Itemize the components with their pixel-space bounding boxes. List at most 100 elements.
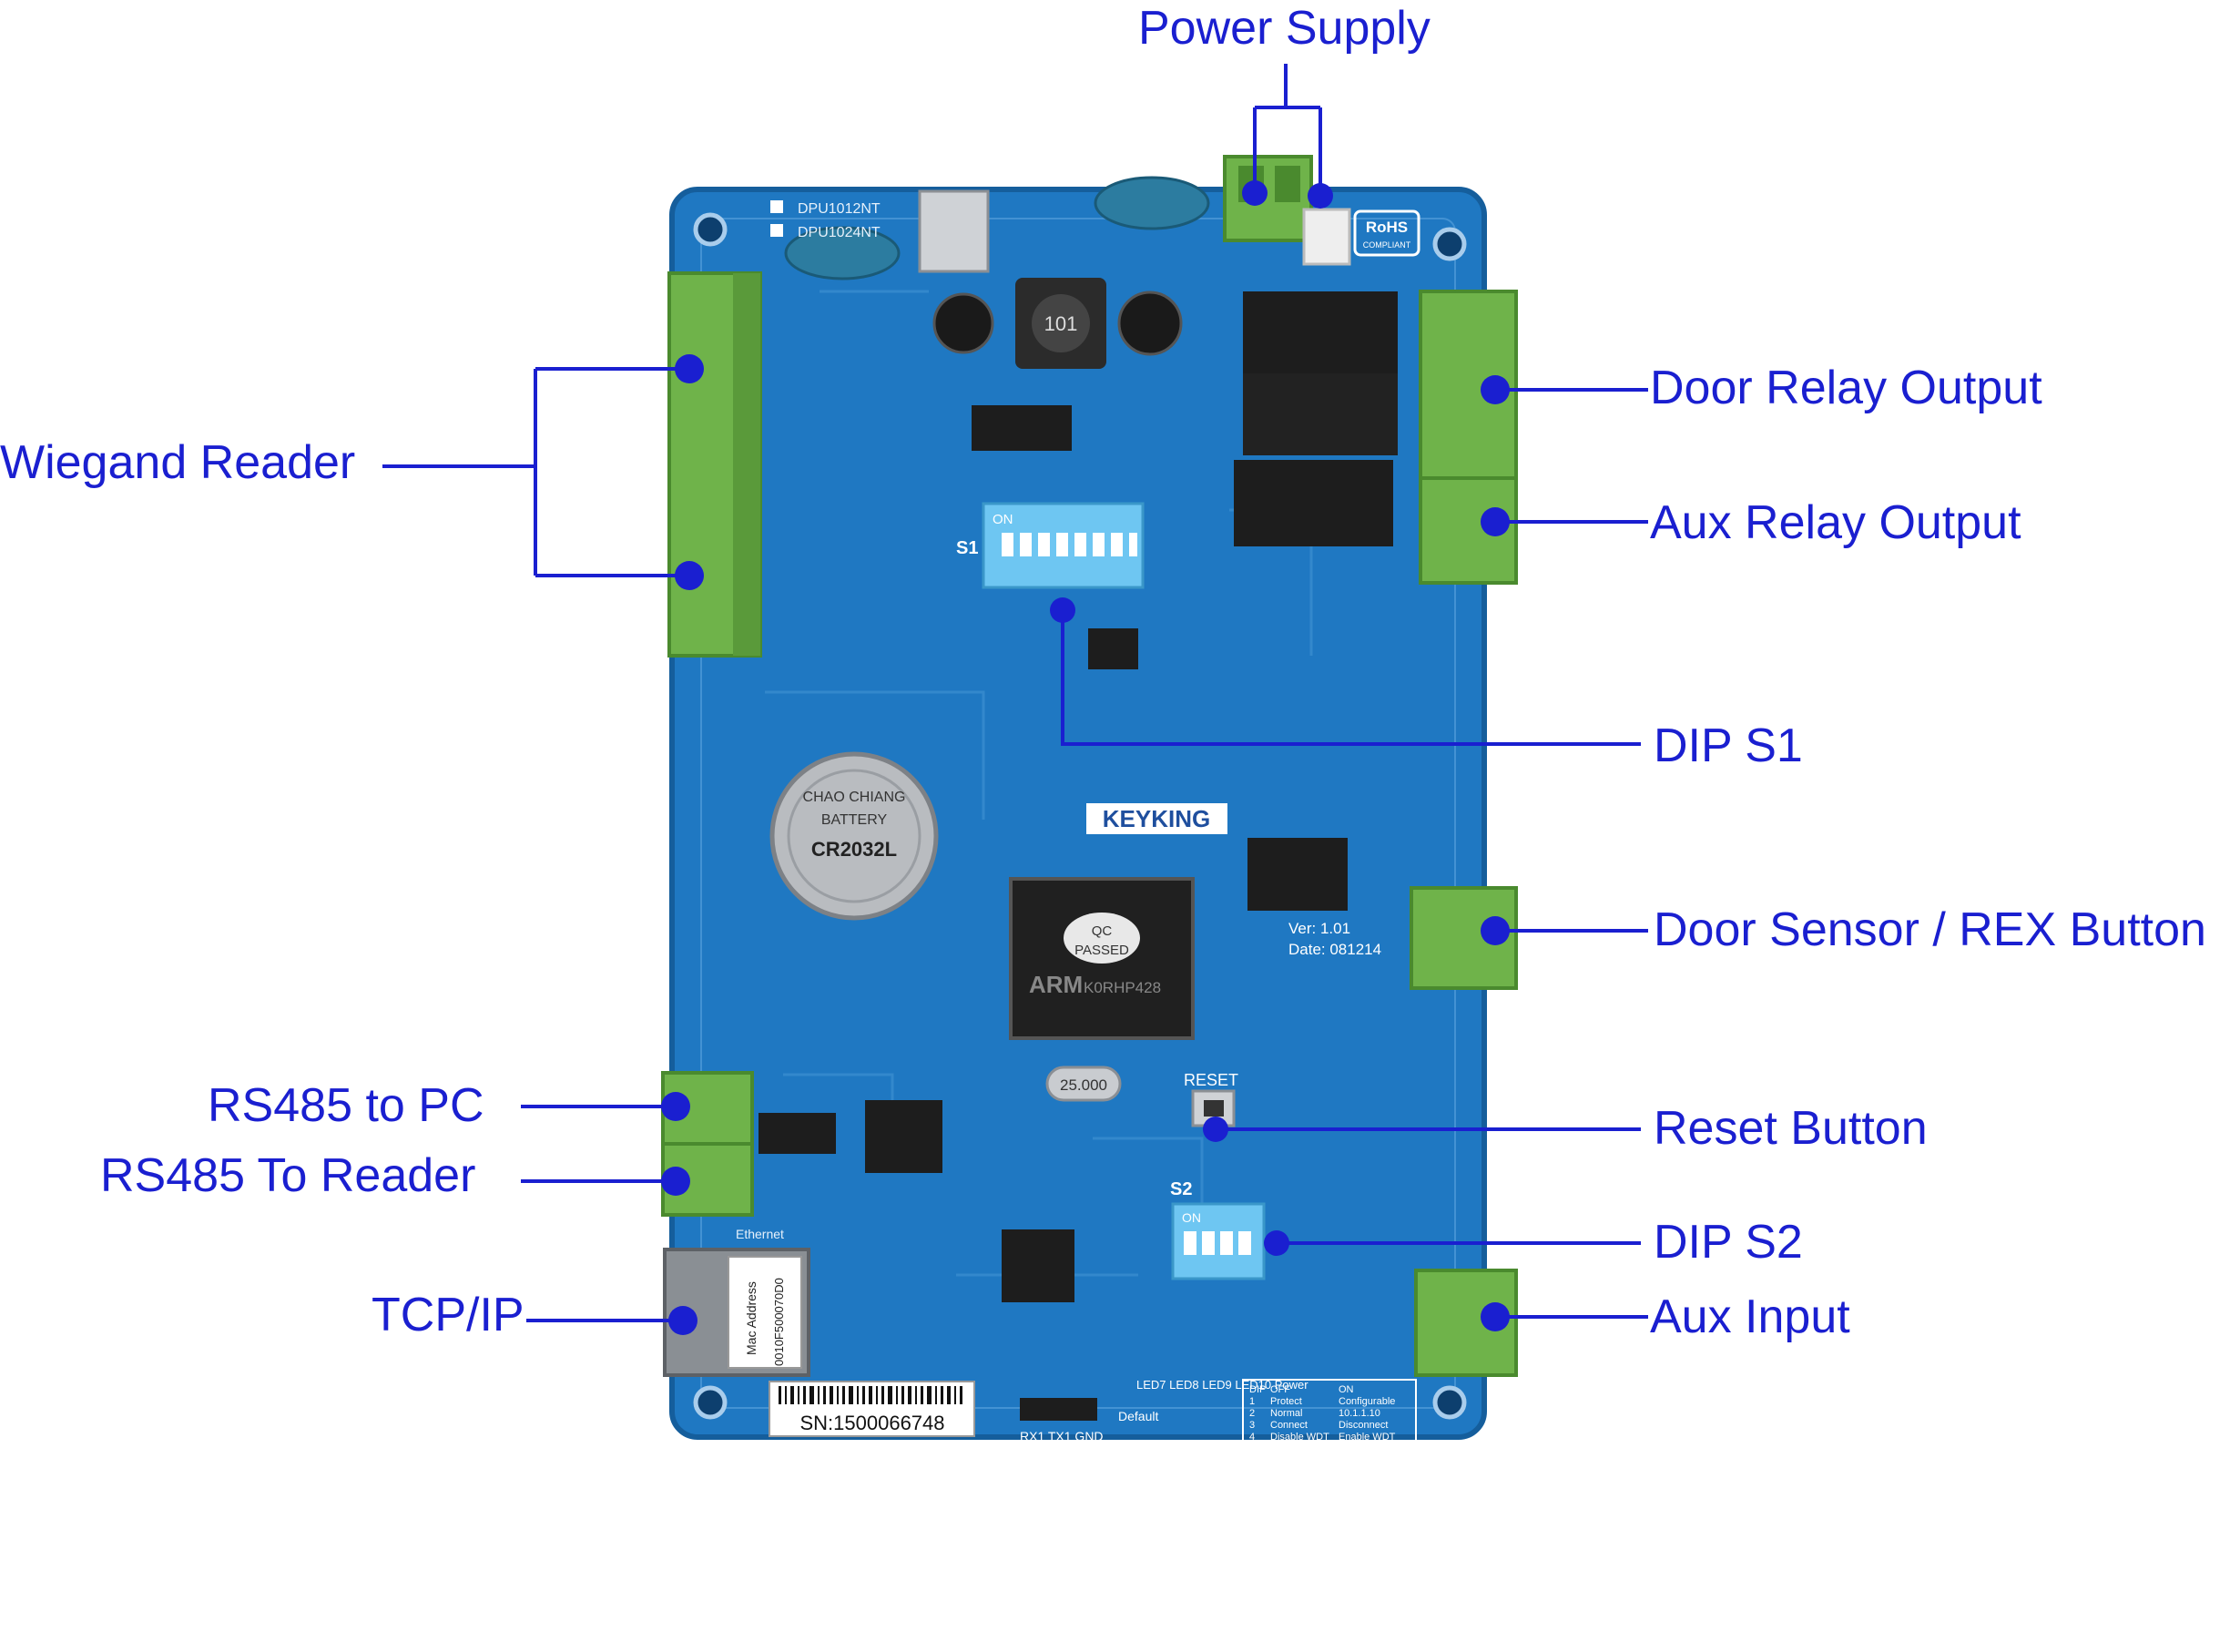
varistors [784, 176, 1210, 280]
mount-hole-top-right [1432, 227, 1467, 261]
dot-power-left [1242, 180, 1268, 206]
relay-2 [1243, 373, 1398, 455]
dip-table-cell: 10.1.1.10 [1339, 1408, 1380, 1419]
dip-s1-silkscreen: S1 [956, 538, 978, 558]
model-2: DPU1024NT [798, 225, 881, 240]
label-rs485-pc: RS485 to PC [208, 1079, 484, 1132]
led-row-label: LED7 LED8 LED9 LED10 Power [1136, 1378, 1308, 1392]
capacitor-right [1117, 291, 1183, 356]
inductor-code: 101 [1044, 312, 1078, 335]
dot-door-relay [1481, 375, 1510, 404]
mount-hole-top-left [693, 212, 728, 247]
label-aux-input: Aux Input [1650, 1290, 1850, 1343]
ethernet-jack: Mac Address 0010F500070D0 Ethernet [663, 1227, 810, 1377]
dot-reset [1203, 1117, 1228, 1142]
cpu-qc: QC [1092, 923, 1113, 939]
coin-battery: CHAO CHIANG BATTERY CR2032L [769, 751, 939, 921]
wiegand-terminal-block [667, 271, 762, 658]
keyking-logo: KEYKING [1086, 803, 1227, 834]
reset-silkscreen: RESET [1184, 1071, 1238, 1089]
board-version: Ver: 1.01 [1288, 920, 1350, 937]
battery-text-model: CR2032L [811, 838, 897, 861]
model-labels: DPU1012NT DPU1024NT [770, 200, 881, 240]
label-dip-s1: DIP S1 [1654, 719, 1803, 772]
crystal-freq: 25.000 [1060, 1076, 1107, 1094]
label-aux-relay-output: Aux Relay Output [1650, 496, 2021, 549]
dip-table-cell: Enable WDT [1339, 1432, 1396, 1443]
uart-label: RX1 TX1 GND [1020, 1429, 1104, 1443]
ic-u1 [1088, 628, 1138, 669]
ic-u4 [759, 1113, 836, 1154]
dip-table-cell: ON [1339, 1384, 1354, 1395]
battery-text-brand: CHAO CHIANG [803, 790, 906, 805]
cpu-arm-logo: ARM [1029, 971, 1083, 998]
dot-dip-s1 [1050, 597, 1075, 623]
dip-table-cell: Disconnect [1339, 1420, 1388, 1431]
line-power-supply [1253, 64, 1322, 196]
dip-table-cell: 2 [1249, 1408, 1255, 1419]
mount-hole-bottom-left [693, 1385, 728, 1420]
dip-s1-on-label: ON [993, 512, 1013, 527]
label-door-sensor-rex: Door Sensor / REX Button [1654, 903, 2206, 956]
label-rs485-reader: RS485 To Reader [100, 1149, 476, 1202]
relays [1234, 291, 1398, 546]
model-1: DPU1012NT [798, 201, 881, 217]
ic-pulse [865, 1100, 942, 1173]
cpu-part-number: K0RHP428 [1084, 979, 1161, 996]
dip-s2-silkscreen: S2 [1170, 1179, 1192, 1199]
ethernet-silkscreen: Ethernet [736, 1227, 784, 1241]
crystal: 25.000 [1045, 1066, 1122, 1102]
dot-wiegand-bottom [675, 561, 704, 590]
dot-power-right [1308, 183, 1333, 209]
keyking-text: KEYKING [1103, 805, 1210, 832]
callout-dots [661, 180, 1510, 1335]
varistor-top-right [1094, 176, 1210, 230]
dot-tcp-ip [668, 1306, 697, 1335]
ic-chips [759, 405, 1348, 1302]
rohs-logo: RoHS COMPLIANT [1353, 209, 1420, 257]
dot-aux-relay [1481, 507, 1510, 536]
rohs-sub: COMPLIANT [1363, 240, 1411, 250]
serial-number: SN:1500066748 [799, 1412, 944, 1434]
rohs-text: RoHS [1366, 219, 1408, 236]
dip-s2-on-label: ON [1182, 1210, 1201, 1225]
dot-door-sensor [1481, 916, 1510, 945]
dip-table-cell: OFF [1270, 1384, 1290, 1395]
line-wiegand-reader [382, 367, 687, 577]
dot-aux-input [1481, 1302, 1510, 1331]
mount-hole-bottom-right [1432, 1385, 1467, 1420]
label-dip-s2: DIP S2 [1654, 1216, 1803, 1269]
label-wiegand-reader: Wiegand Reader [0, 436, 356, 489]
dip-table-cell: Configurable [1339, 1396, 1395, 1407]
line-dip-s1 [1061, 612, 1641, 746]
arm-cpu: QC PASSED ARM K0RHP428 [1009, 877, 1195, 1040]
dip-s1-switch: ON S1 [956, 502, 1145, 589]
dip-s2-switch: S2 ON [1170, 1179, 1266, 1280]
mac-address-value: 0010F500070D0 [772, 1278, 786, 1366]
label-tcp-ip: TCP/IP [372, 1289, 524, 1341]
varistor-top-left [784, 226, 901, 280]
reset-button-part: RESET [1184, 1071, 1238, 1127]
capacitor-left [932, 292, 994, 354]
relay-1 [1243, 291, 1398, 373]
label-power-supply: Power Supply [1138, 2, 1431, 55]
label-reset-button: Reset Button [1654, 1102, 1928, 1155]
ic-top [972, 405, 1072, 451]
cpu-passed: PASSED [1074, 943, 1129, 958]
ic-realtek [1002, 1229, 1074, 1302]
label-door-relay-output: Door Relay Output [1650, 362, 2042, 414]
battery-text-type: BATTERY [821, 812, 888, 828]
default-label: Default [1118, 1409, 1158, 1423]
ic-u2 [1247, 838, 1348, 911]
board-date: Date: 081214 [1288, 941, 1381, 958]
dip-table-cell: Connect [1270, 1420, 1308, 1431]
serial-sticker: SN:1500066748 [769, 1381, 975, 1437]
inductor: 101 [1015, 278, 1106, 369]
capacitors [932, 291, 1183, 356]
dot-wiegand-top [675, 354, 704, 383]
dip-table-cell: DIP [1249, 1384, 1266, 1395]
mounting-holes [693, 212, 1467, 1420]
